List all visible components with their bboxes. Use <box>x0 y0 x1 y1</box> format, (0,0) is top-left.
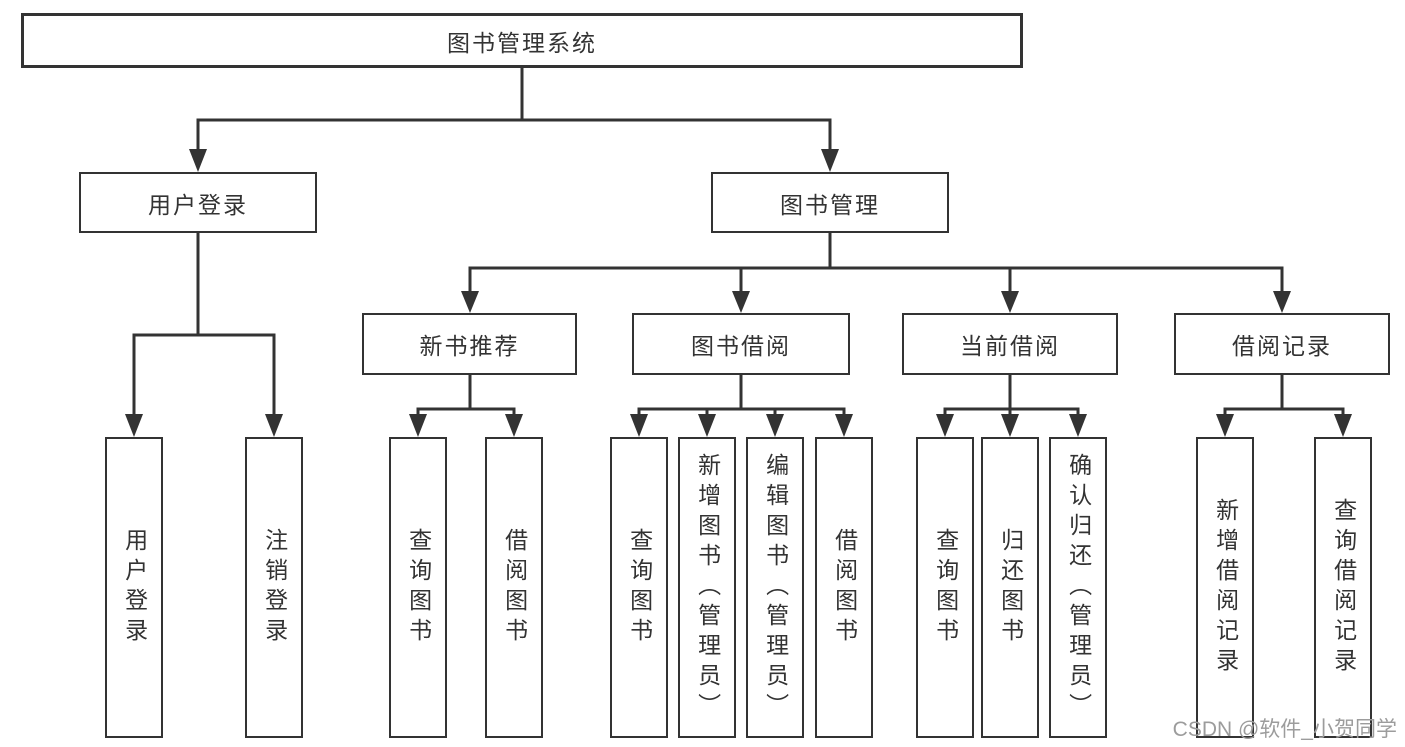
node-user-login-label: 用户登录 <box>148 191 248 218</box>
leaf-confirm-return-admin-label: 确认归还（管理员） <box>1065 452 1092 723</box>
connector-borrow-record-to-leaves <box>1216 375 1352 437</box>
leaf-query-books-3: 查询图书 <box>916 437 974 738</box>
leaf-query-books-1: 查询图书 <box>389 437 447 738</box>
node-borrow-records-label: 借阅记录 <box>1232 333 1332 359</box>
leaf-return-books: 归还图书 <box>981 437 1039 738</box>
connector-root-to-level2 <box>189 68 839 172</box>
node-current-borrow: 当前借阅 <box>902 313 1118 375</box>
leaf-add-books-admin: 新增图书（管理员） <box>678 437 736 738</box>
connector-book-mgmt-to-level3 <box>461 233 1291 313</box>
node-book-borrow-label: 图书借阅 <box>691 333 791 359</box>
leaf-borrow-books-1: 借阅图书 <box>485 437 543 738</box>
leaf-logout: 注销登录 <box>245 437 303 738</box>
leaf-query-borrow-record-label: 查询借阅记录 <box>1330 497 1357 678</box>
leaf-confirm-return-admin: 确认归还（管理员） <box>1049 437 1107 738</box>
connector-new-book-to-leaves <box>409 375 523 437</box>
node-borrow-records: 借阅记录 <box>1174 313 1390 375</box>
node-new-book-recommend-label: 新书推荐 <box>419 333 520 359</box>
node-new-book-recommend: 新书推荐 <box>362 313 577 375</box>
leaf-edit-books-admin: 编辑图书（管理员） <box>746 437 804 738</box>
connector-current-borrow-to-leaves <box>936 375 1087 437</box>
leaf-add-borrow-record-label: 新增借阅记录 <box>1212 497 1239 678</box>
leaf-user-login: 用户登录 <box>105 437 163 738</box>
leaf-edit-books-admin-label: 编辑图书（管理员） <box>762 452 789 723</box>
connector-book-borrow-to-leaves <box>630 375 853 437</box>
leaf-borrow-books-2-label: 借阅图书 <box>831 527 858 648</box>
leaf-borrow-books-2: 借阅图书 <box>815 437 873 738</box>
leaf-query-books-2: 查询图书 <box>610 437 668 738</box>
node-user-login: 用户登录 <box>79 172 317 233</box>
node-root-label: 图书管理系统 <box>447 29 597 56</box>
node-book-borrow: 图书借阅 <box>632 313 850 375</box>
watermark: CSDN @软件_小贺同学 <box>1172 718 1397 741</box>
node-book-management: 图书管理 <box>711 172 949 233</box>
leaf-borrow-books-1-label: 借阅图书 <box>501 527 528 648</box>
leaf-query-books-2-label: 查询图书 <box>626 527 653 648</box>
node-book-management-label: 图书管理 <box>780 191 880 218</box>
leaf-user-login-label: 用户登录 <box>121 527 148 648</box>
node-current-borrow-label: 当前借阅 <box>960 333 1060 359</box>
leaf-return-books-label: 归还图书 <box>997 527 1024 648</box>
leaf-logout-label: 注销登录 <box>261 527 288 648</box>
node-root: 图书管理系统 <box>21 13 1023 68</box>
leaf-add-books-admin-label: 新增图书（管理员） <box>694 452 721 723</box>
leaf-query-books-3-label: 查询图书 <box>932 527 959 648</box>
leaf-add-borrow-record: 新增借阅记录 <box>1196 437 1254 738</box>
leaf-query-borrow-record: 查询借阅记录 <box>1314 437 1372 738</box>
leaf-query-books-1-label: 查询图书 <box>405 527 432 648</box>
connector-user-login-to-leaves <box>125 233 283 437</box>
